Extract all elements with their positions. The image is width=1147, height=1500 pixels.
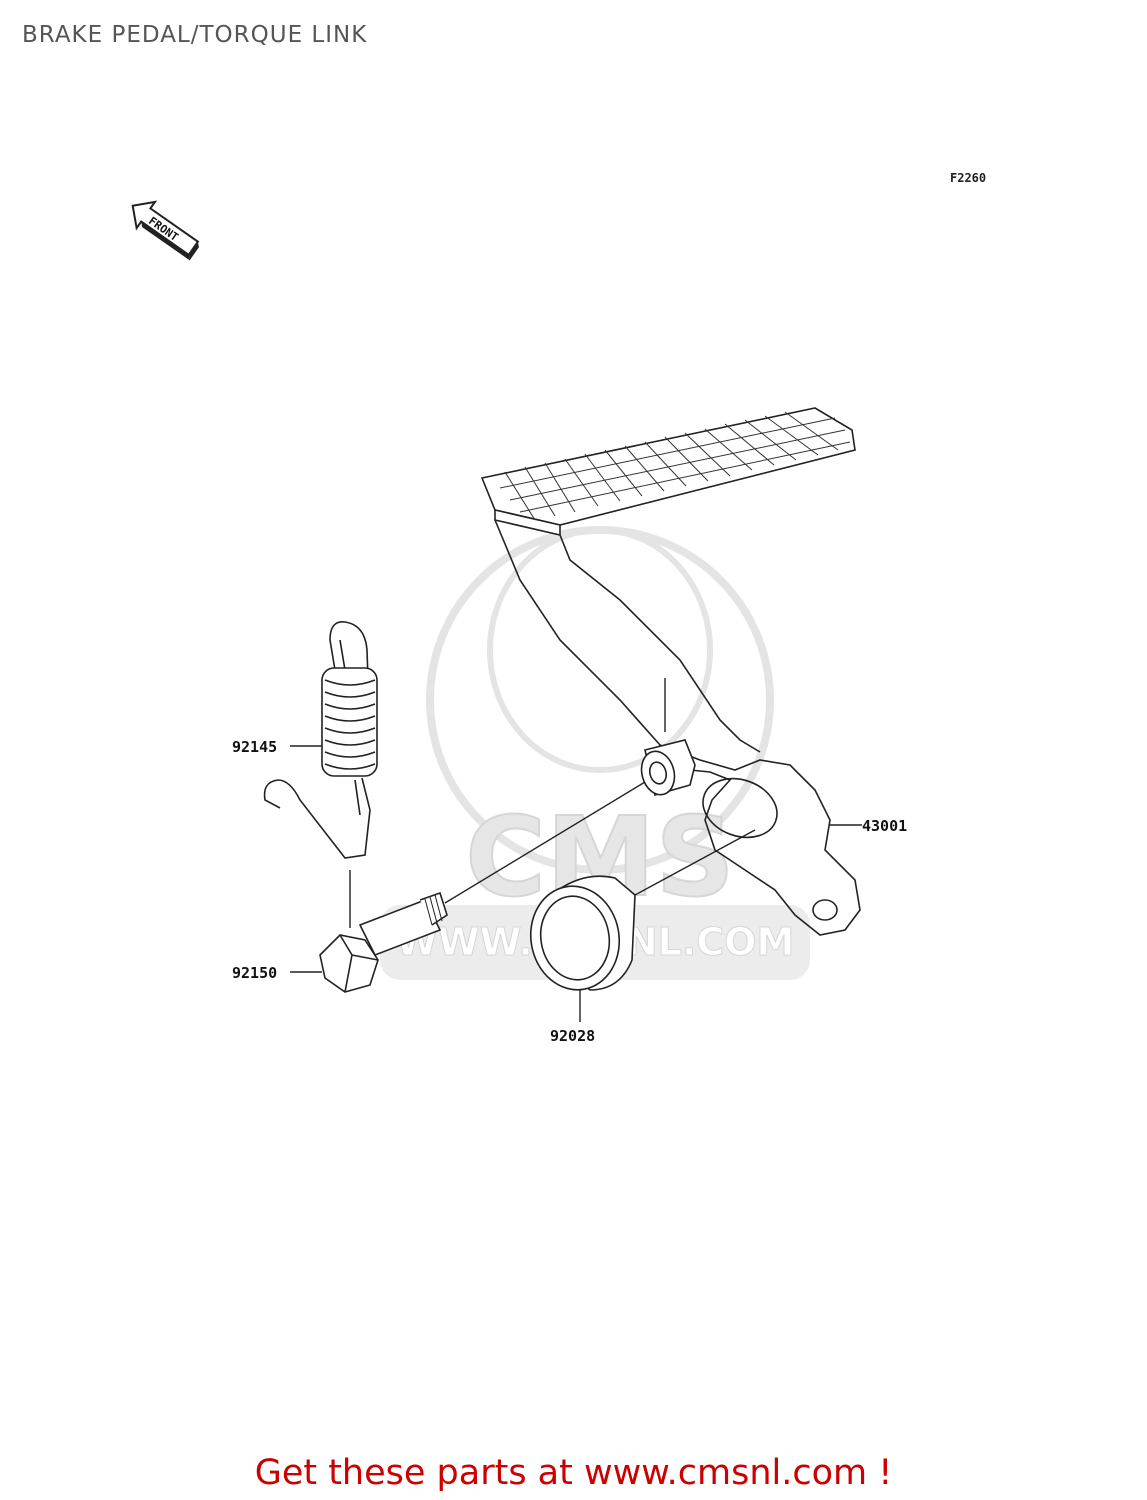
return-spring xyxy=(263,621,378,859)
collar-bushing xyxy=(529,875,636,991)
part-label-43001[interactable]: 43001 xyxy=(862,817,908,835)
part-label-92028[interactable]: 92028 xyxy=(550,1027,596,1045)
part-label-92150[interactable]: 92150 xyxy=(232,964,278,982)
pivot-bushing xyxy=(640,739,696,797)
parts-diagram: CMS WWW.CMSNL.COM xyxy=(263,407,862,1022)
get-parts-link[interactable]: Get these parts at www.cmsnl.com ! xyxy=(254,1453,893,1493)
figure-code: F2260 xyxy=(950,171,987,185)
leader-lines xyxy=(290,745,862,973)
part-label-92145[interactable]: 92145 xyxy=(232,738,278,756)
assembly-lines xyxy=(349,678,756,1022)
pivot-bolt xyxy=(319,891,448,993)
front-direction-icon: FRONT xyxy=(131,200,200,261)
brake-pedal xyxy=(480,407,861,936)
page-title: BRAKE PEDAL/TORQUE LINK xyxy=(22,22,368,48)
